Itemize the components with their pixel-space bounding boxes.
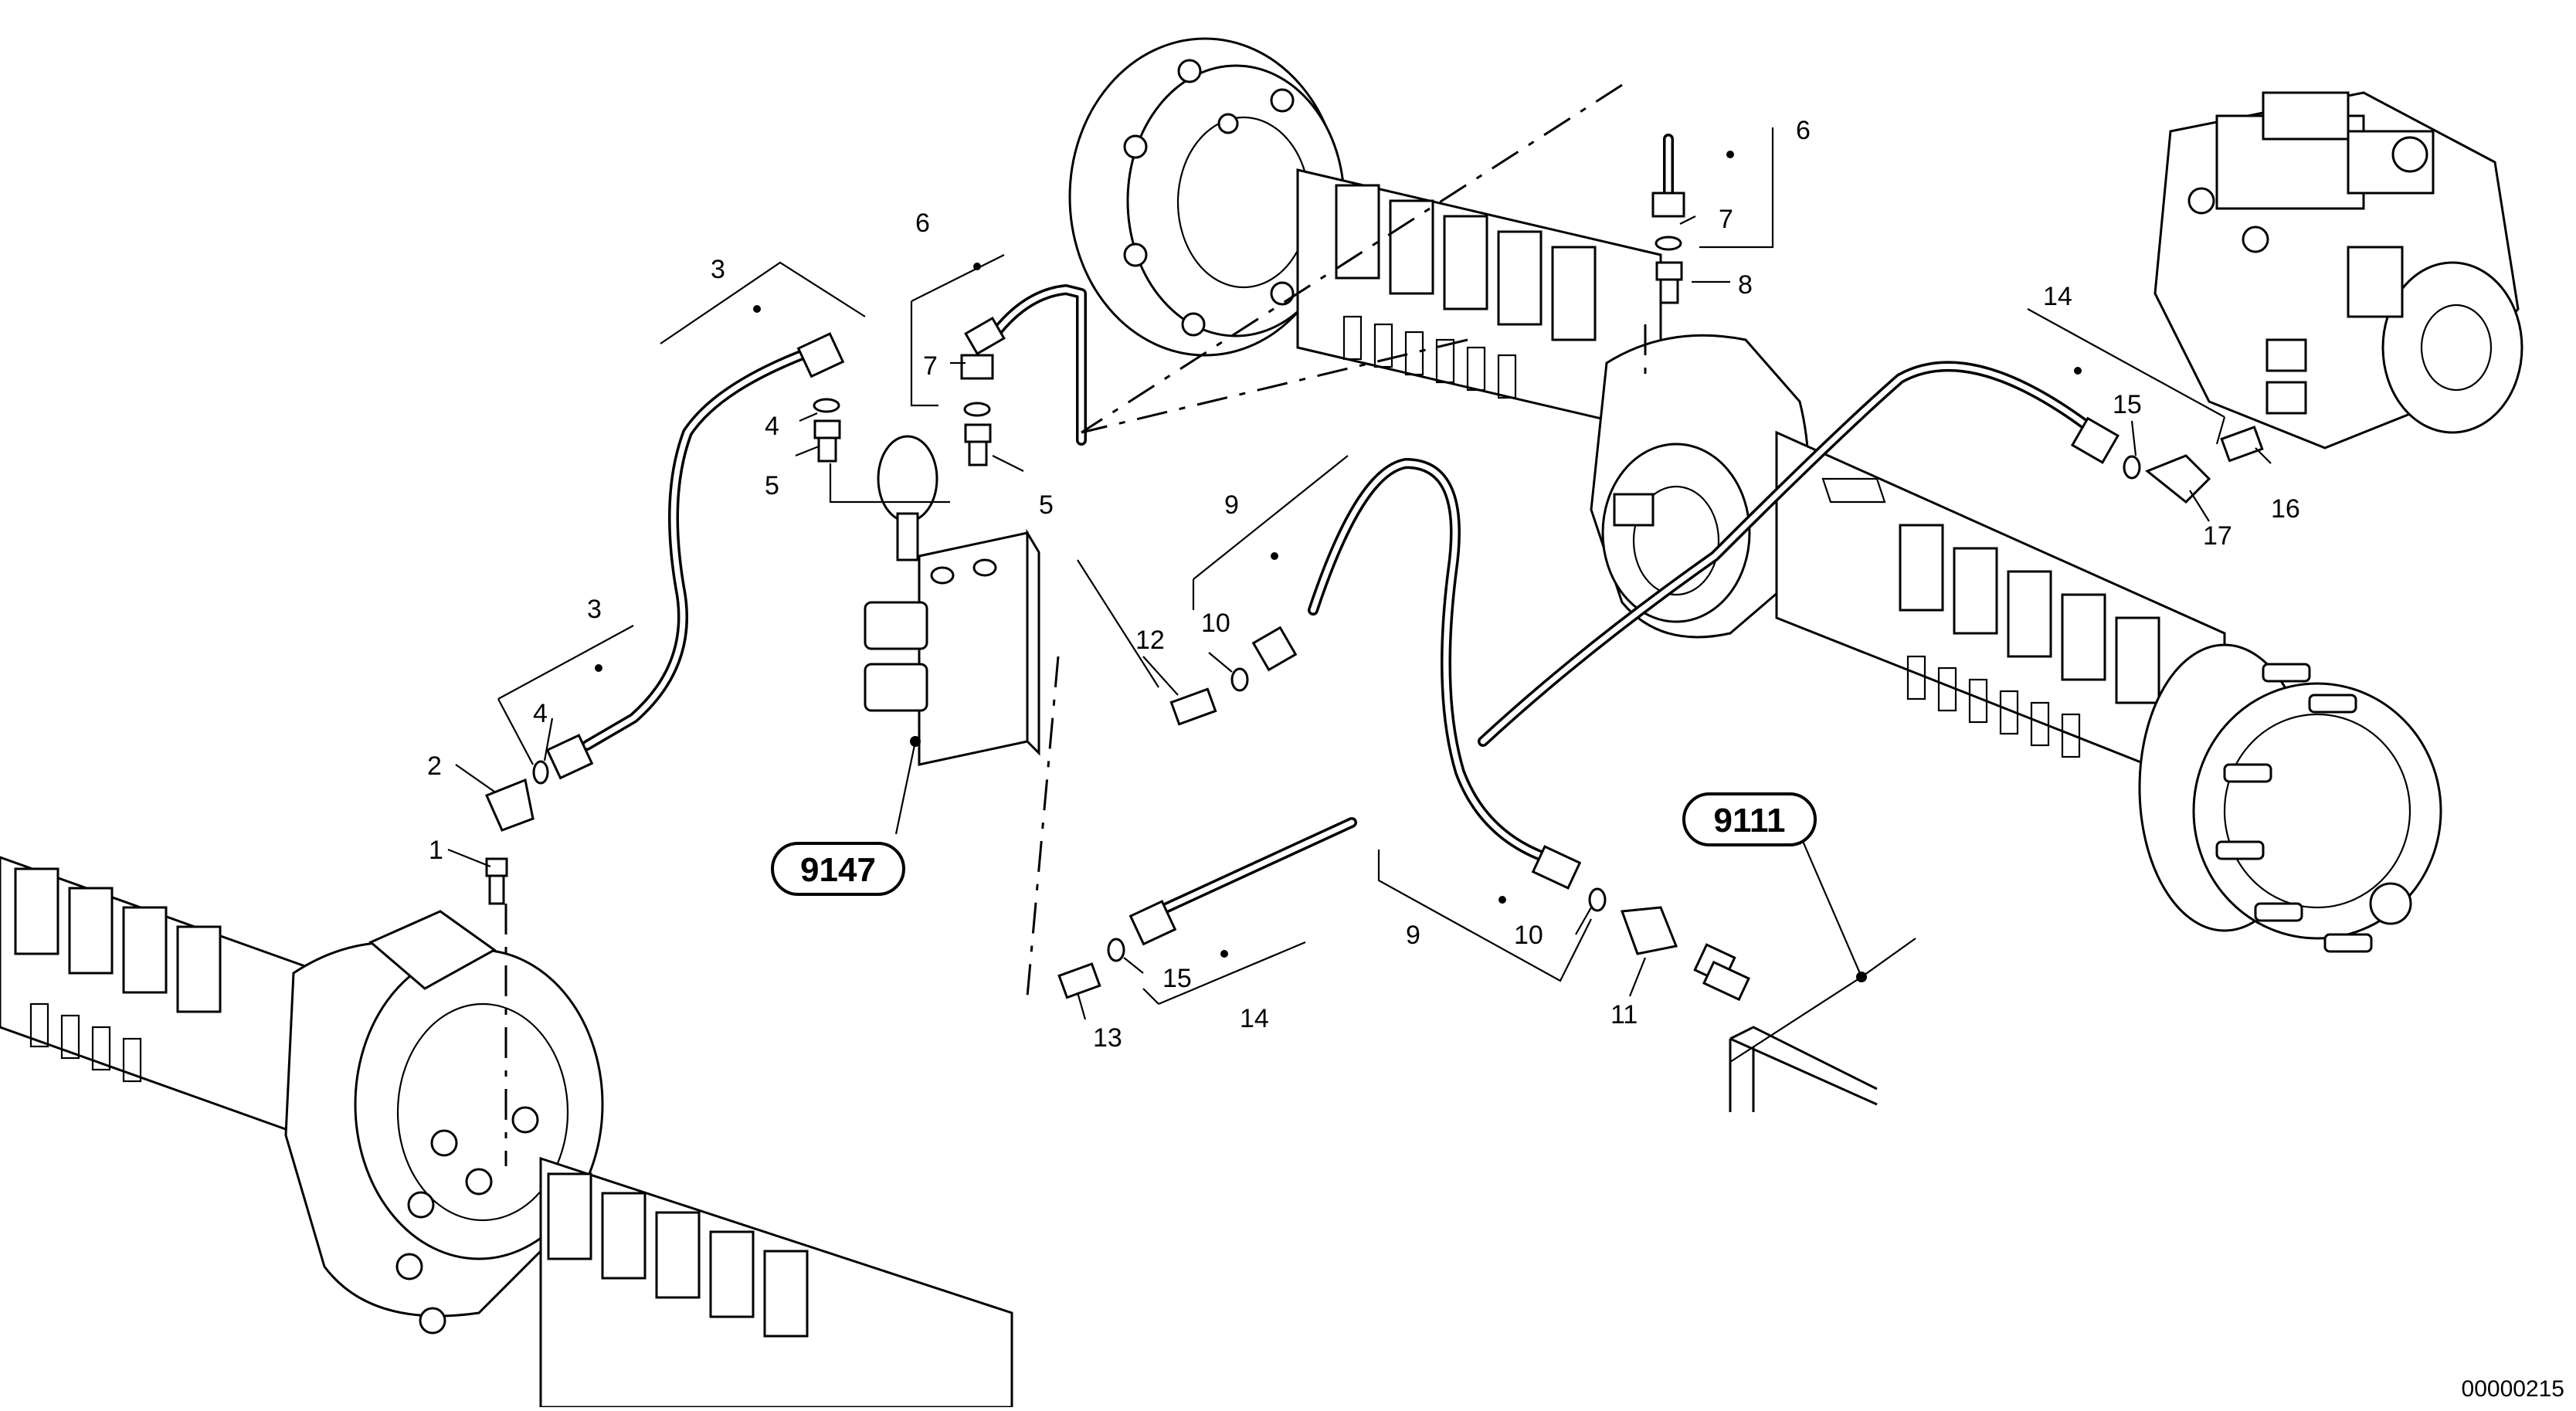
front-axle xyxy=(0,856,1013,1409)
ref-badge-9147[interactable]: 9147 xyxy=(771,842,905,896)
callout-9-lower: 9 xyxy=(1406,921,1420,950)
callout-11: 11 xyxy=(1610,1000,1638,1029)
callout-12: 12 xyxy=(1135,626,1165,655)
callout-3-upper: 3 xyxy=(711,255,725,284)
callout-numbers: 1 2 3 3 4 4 5 5 6 6 7 7 8 9 9 10 10 11 1… xyxy=(427,116,2300,1053)
callout-15-upper: 15 xyxy=(2113,390,2142,419)
callout-6-right: 6 xyxy=(1796,116,1811,145)
callout-6-left: 6 xyxy=(915,209,930,238)
ref-label-9147: 9147 xyxy=(800,851,876,889)
callout-5-left: 5 xyxy=(765,471,779,500)
valve-block xyxy=(864,435,1040,766)
connection-lines xyxy=(504,83,1647,1166)
document-id: 00000215 xyxy=(2462,1376,2564,1402)
callout-15-lower: 15 xyxy=(1162,964,1192,993)
callout-16: 16 xyxy=(2271,494,2300,524)
callout-14-upper: 14 xyxy=(2043,282,2072,311)
callout-17: 17 xyxy=(2203,521,2232,551)
hose-3 xyxy=(582,346,816,751)
callout-8: 8 xyxy=(1738,270,1753,300)
callout-13: 13 xyxy=(1093,1023,1122,1053)
fittings xyxy=(484,192,2264,1002)
callout-4-upper: 4 xyxy=(765,412,779,441)
tank-outline xyxy=(1729,1026,1878,1112)
callout-7-right: 7 xyxy=(1719,205,1733,234)
hose-marker-dots xyxy=(595,151,2082,982)
callout-5-right: 5 xyxy=(1039,490,1054,520)
leader-lines xyxy=(447,127,2272,1063)
callout-9-upper: 9 xyxy=(1224,490,1239,520)
callout-7-left: 7 xyxy=(923,351,938,381)
ref-label-9111: 9111 xyxy=(1713,802,1785,839)
callout-3-lower: 3 xyxy=(587,595,602,624)
hose-6 xyxy=(991,284,1087,446)
callout-4-lower: 4 xyxy=(533,699,548,728)
hose-14 xyxy=(1153,361,2091,917)
callout-10-upper: 10 xyxy=(1201,609,1230,638)
callout-2: 2 xyxy=(427,751,442,781)
callout-14-lower: 14 xyxy=(1240,1004,1269,1033)
rear-axle xyxy=(1068,37,2442,953)
hydraulic-pump xyxy=(2153,91,2523,449)
ref-badge-9111[interactable]: 9111 xyxy=(1682,792,1817,846)
callout-1: 1 xyxy=(429,836,443,865)
callout-10-lower: 10 xyxy=(1514,921,1543,950)
hose-9 xyxy=(1308,458,1550,863)
